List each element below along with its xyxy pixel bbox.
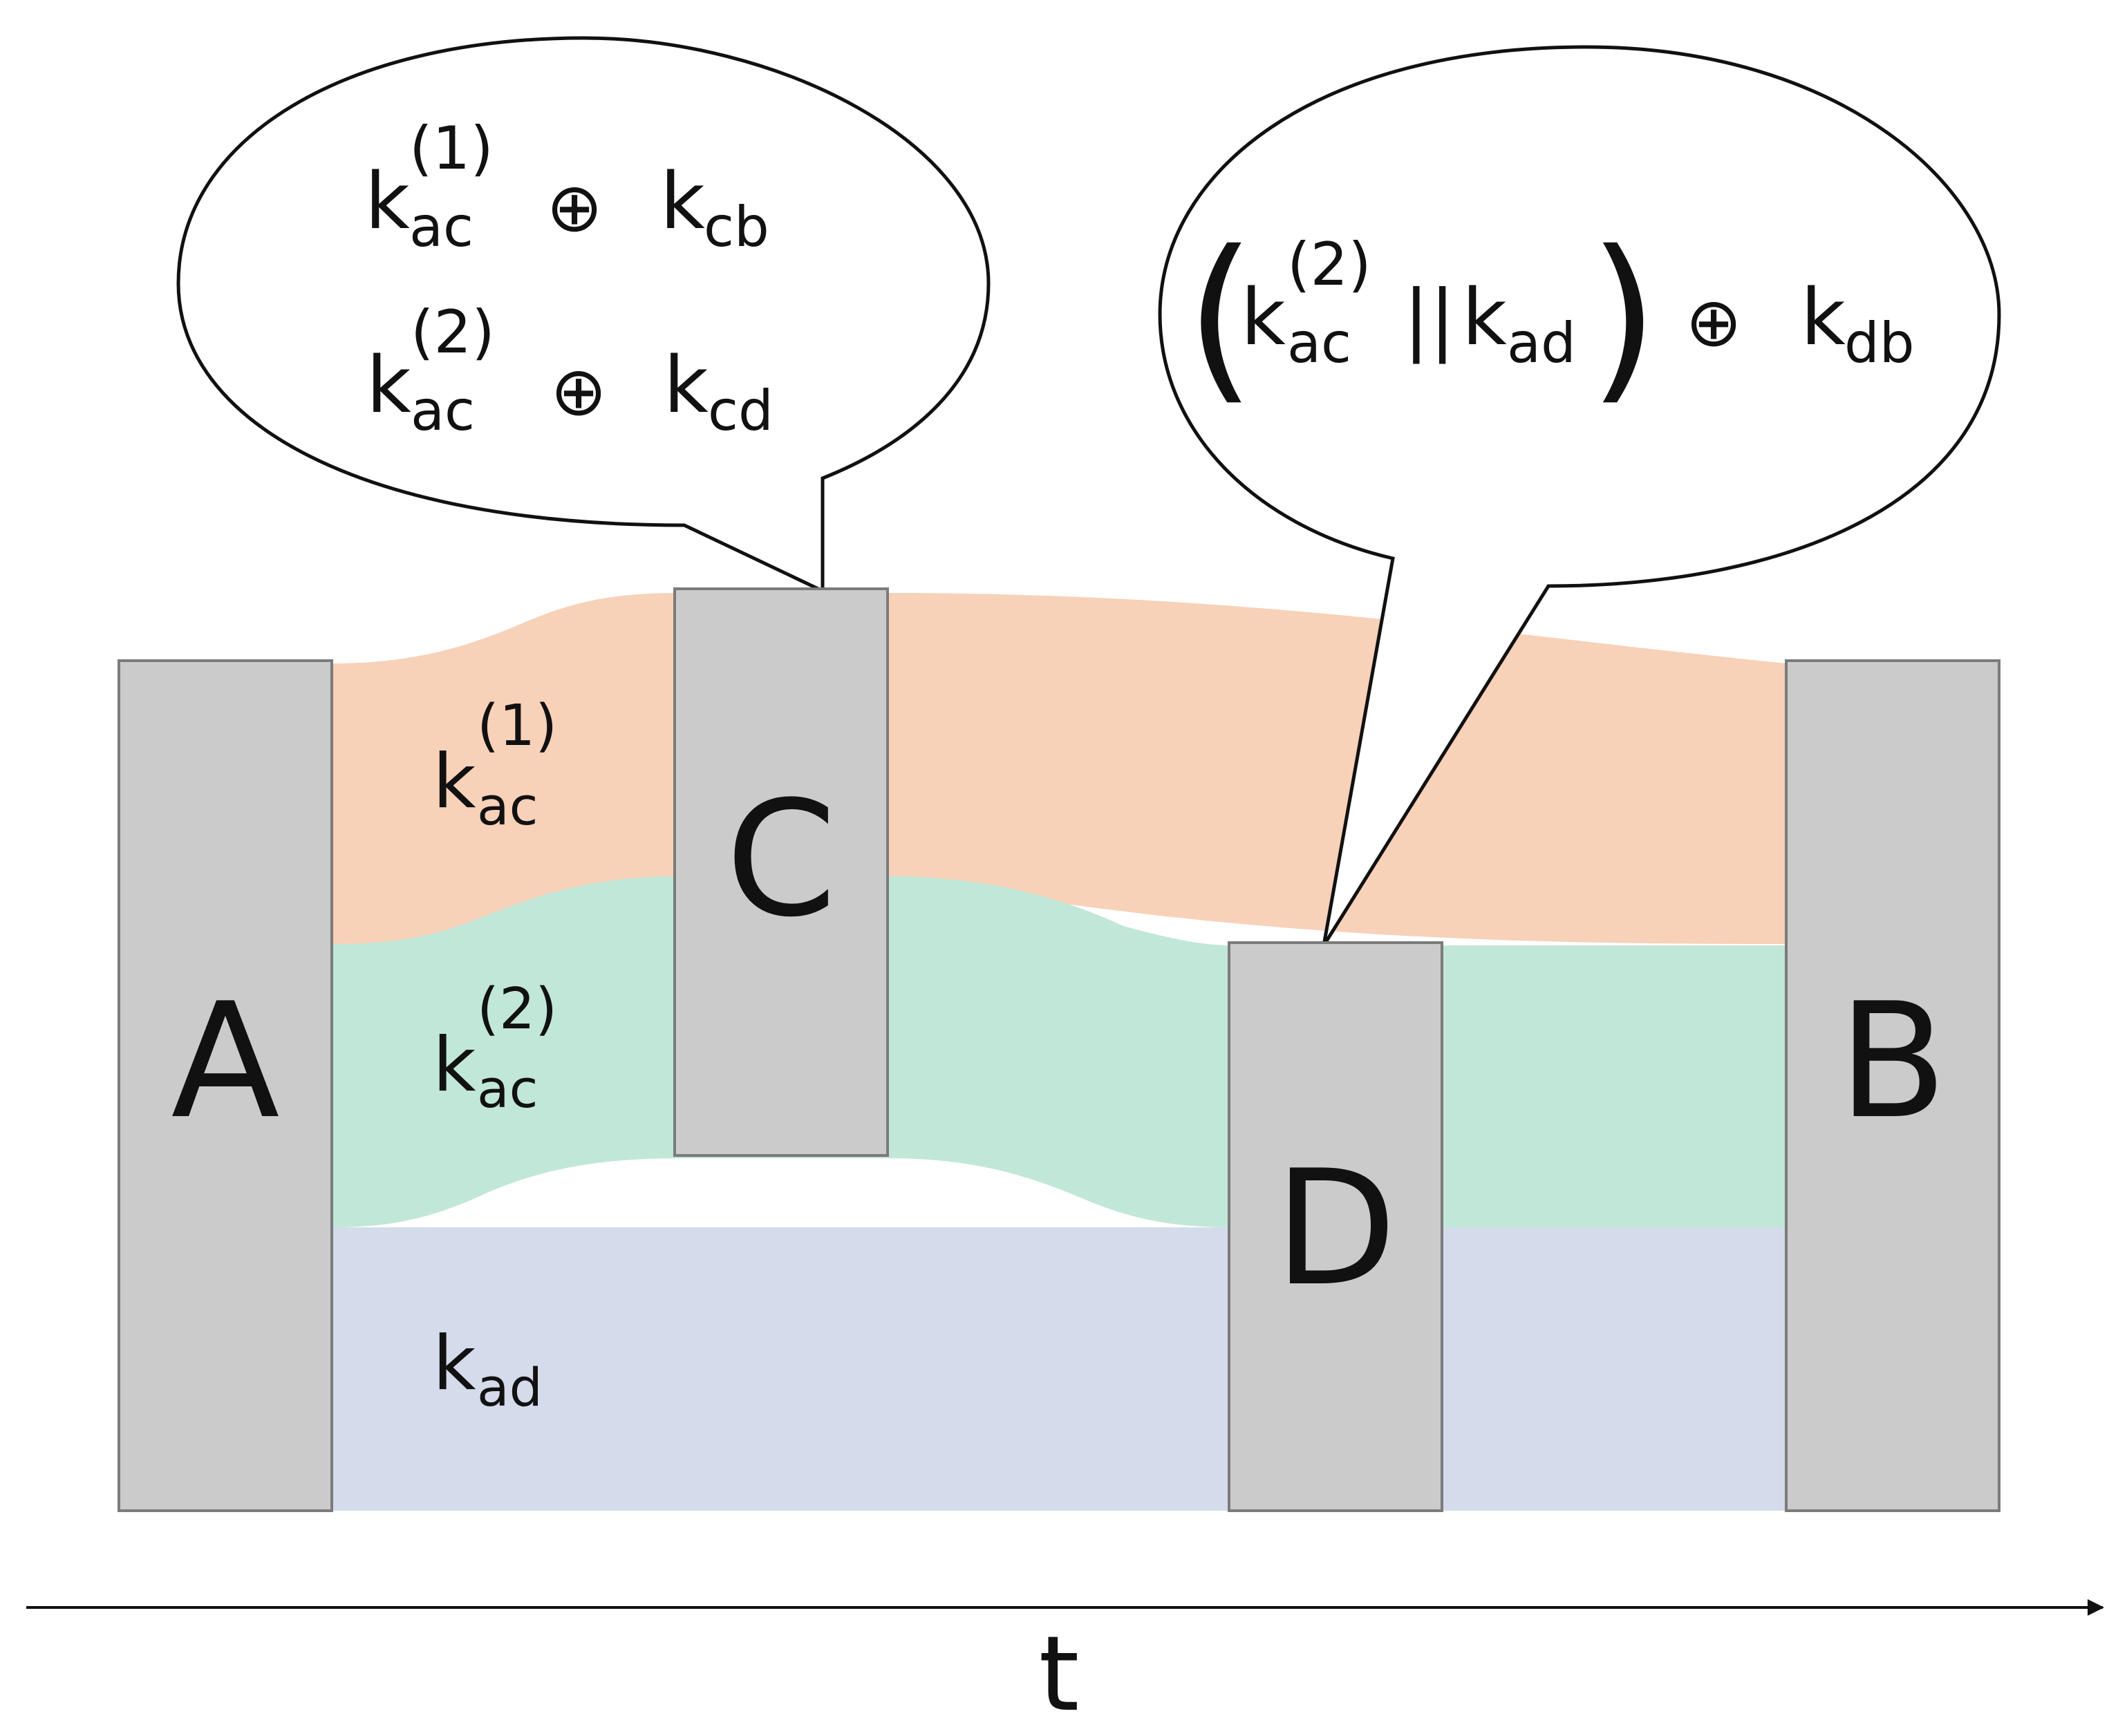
band-label-kac1-superscript: (1) bbox=[477, 693, 557, 759]
callout-left-line2-left-superscript: (2) bbox=[411, 298, 495, 367]
callout-left-line2: k (2) ac ⊕ k cd bbox=[366, 298, 774, 443]
callout-left-line2-right-base: k bbox=[664, 341, 709, 431]
band-label-kac2-superscript: (2) bbox=[477, 976, 557, 1042]
band-label-kad: k ad bbox=[433, 1321, 543, 1418]
band-label-kac1-subscript: ac bbox=[477, 775, 538, 837]
callout-bubble-left bbox=[176, 36, 991, 594]
callout-left-line2-right-subscript: cd bbox=[708, 379, 774, 443]
node-c-box bbox=[673, 587, 889, 1157]
key-band-kad bbox=[332, 1227, 1787, 1511]
callout-right-middle-subscript: ad bbox=[1507, 311, 1576, 375]
callout-right-close-paren: ) bbox=[1588, 213, 1658, 422]
node-a-box bbox=[118, 659, 333, 1512]
node-d-box bbox=[1228, 941, 1443, 1512]
callout-right-middle-base: k bbox=[1462, 273, 1507, 363]
band-label-kac2-subscript: ac bbox=[477, 1058, 538, 1120]
band-label-kad-base: k bbox=[433, 1321, 476, 1407]
band-label-kac2-base: k bbox=[433, 1022, 476, 1108]
node-b-box bbox=[1785, 659, 2000, 1512]
band-label-kac1-base: k bbox=[433, 739, 476, 825]
callout-left-line1-operator: ⊕ bbox=[546, 169, 603, 247]
callout-right-formula: ( k (2) ac || k ad ) ⊕ k db bbox=[1185, 213, 1915, 422]
callout-left-line1-left-base: k bbox=[365, 157, 410, 247]
callout-right-open-paren: ( bbox=[1185, 213, 1255, 422]
callout-right-right-subscript: db bbox=[1844, 311, 1915, 375]
callout-bubble-right bbox=[1158, 45, 2001, 947]
callout-left-line2-left-subscript: ac bbox=[411, 379, 475, 443]
key-band-kac1 bbox=[332, 593, 1787, 944]
callout-right-operator: ⊕ bbox=[1685, 283, 1742, 362]
callout-right-left-superscript: (2) bbox=[1287, 230, 1371, 299]
callout-left-line1: k (1) ac ⊕ k cb bbox=[365, 114, 769, 259]
time-axis-label: t bbox=[1039, 1614, 1080, 1735]
band-label-kad-subscript: ad bbox=[477, 1357, 543, 1418]
node-c-label: C bbox=[726, 768, 837, 952]
callout-left-line1-right-subscript: cb bbox=[704, 195, 769, 259]
node-a-label: A bbox=[171, 970, 279, 1154]
callout-left-line1-right-base: k bbox=[660, 157, 705, 247]
node-d-label: D bbox=[1274, 1137, 1396, 1321]
band-label-kac2: k (2) ac bbox=[433, 976, 557, 1120]
node-b-label: B bbox=[1838, 970, 1947, 1154]
band-label-kac1: k (1) ac bbox=[433, 693, 557, 837]
callout-left-line2-left-base: k bbox=[366, 341, 411, 431]
callout-right-concat: || bbox=[1403, 274, 1455, 364]
callout-right-left-subscript: ac bbox=[1287, 311, 1351, 375]
callout-left-line1-left-subscript: ac bbox=[409, 195, 474, 259]
callout-left-line2-operator: ⊕ bbox=[550, 352, 607, 431]
callout-left-line1-left-superscript: (1) bbox=[409, 114, 494, 183]
callout-right-right-base: k bbox=[1801, 273, 1846, 363]
callout-right-left-base: k bbox=[1241, 273, 1286, 363]
